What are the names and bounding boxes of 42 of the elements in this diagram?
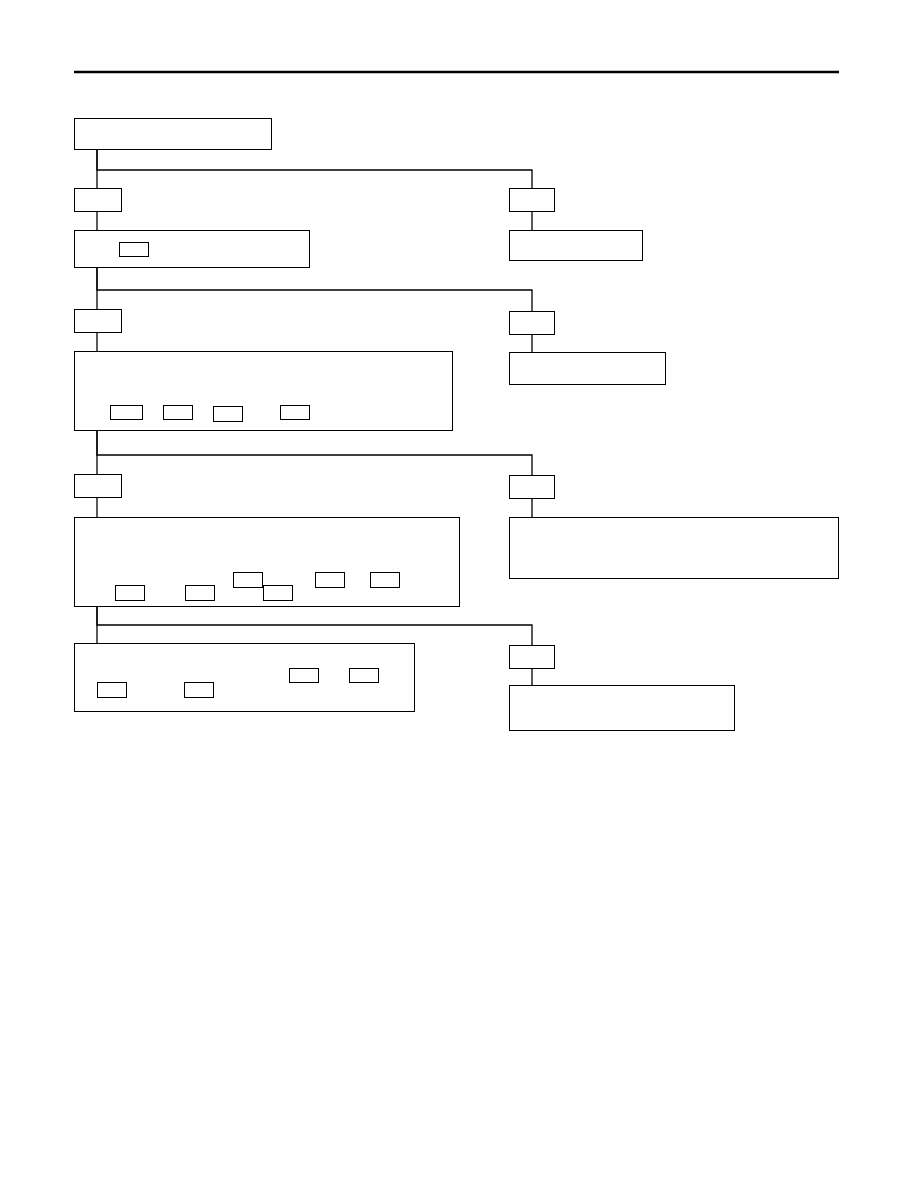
inline-box bbox=[185, 585, 215, 601]
connector-line bbox=[96, 497, 98, 518]
small-box bbox=[74, 188, 122, 212]
connector-line bbox=[96, 267, 533, 312]
inline-box bbox=[315, 572, 345, 588]
inline-box bbox=[119, 242, 149, 257]
process-box bbox=[74, 230, 310, 268]
connector-line bbox=[96, 430, 533, 476]
inline-box bbox=[289, 668, 319, 683]
connector-line bbox=[96, 211, 98, 231]
small-box bbox=[509, 311, 555, 335]
inline-box bbox=[370, 572, 400, 588]
process-box bbox=[74, 351, 453, 431]
inline-box bbox=[280, 405, 310, 420]
connector-line bbox=[96, 332, 98, 352]
small-box bbox=[74, 474, 122, 498]
inline-box bbox=[213, 406, 243, 422]
small-box bbox=[509, 475, 555, 499]
inline-box bbox=[349, 668, 379, 683]
process-box bbox=[74, 118, 272, 150]
inline-box bbox=[97, 682, 127, 698]
inline-box bbox=[163, 405, 193, 420]
process-box bbox=[509, 517, 839, 579]
connector-line bbox=[96, 149, 533, 189]
connector-line bbox=[96, 606, 533, 646]
small-box bbox=[509, 188, 555, 212]
inline-box bbox=[184, 682, 214, 698]
small-box bbox=[74, 309, 122, 333]
connector-line bbox=[531, 668, 533, 686]
small-box bbox=[509, 645, 555, 669]
connector-line bbox=[531, 211, 533, 231]
process-box bbox=[74, 517, 460, 607]
inline-box bbox=[110, 405, 143, 420]
connector-line bbox=[531, 334, 533, 353]
process-box bbox=[509, 685, 735, 731]
process-box bbox=[509, 230, 643, 261]
process-box bbox=[74, 643, 415, 712]
connector-line bbox=[531, 498, 533, 518]
inline-box bbox=[115, 585, 145, 601]
inline-box bbox=[263, 585, 293, 601]
process-box bbox=[509, 352, 666, 385]
inline-box bbox=[233, 572, 263, 588]
